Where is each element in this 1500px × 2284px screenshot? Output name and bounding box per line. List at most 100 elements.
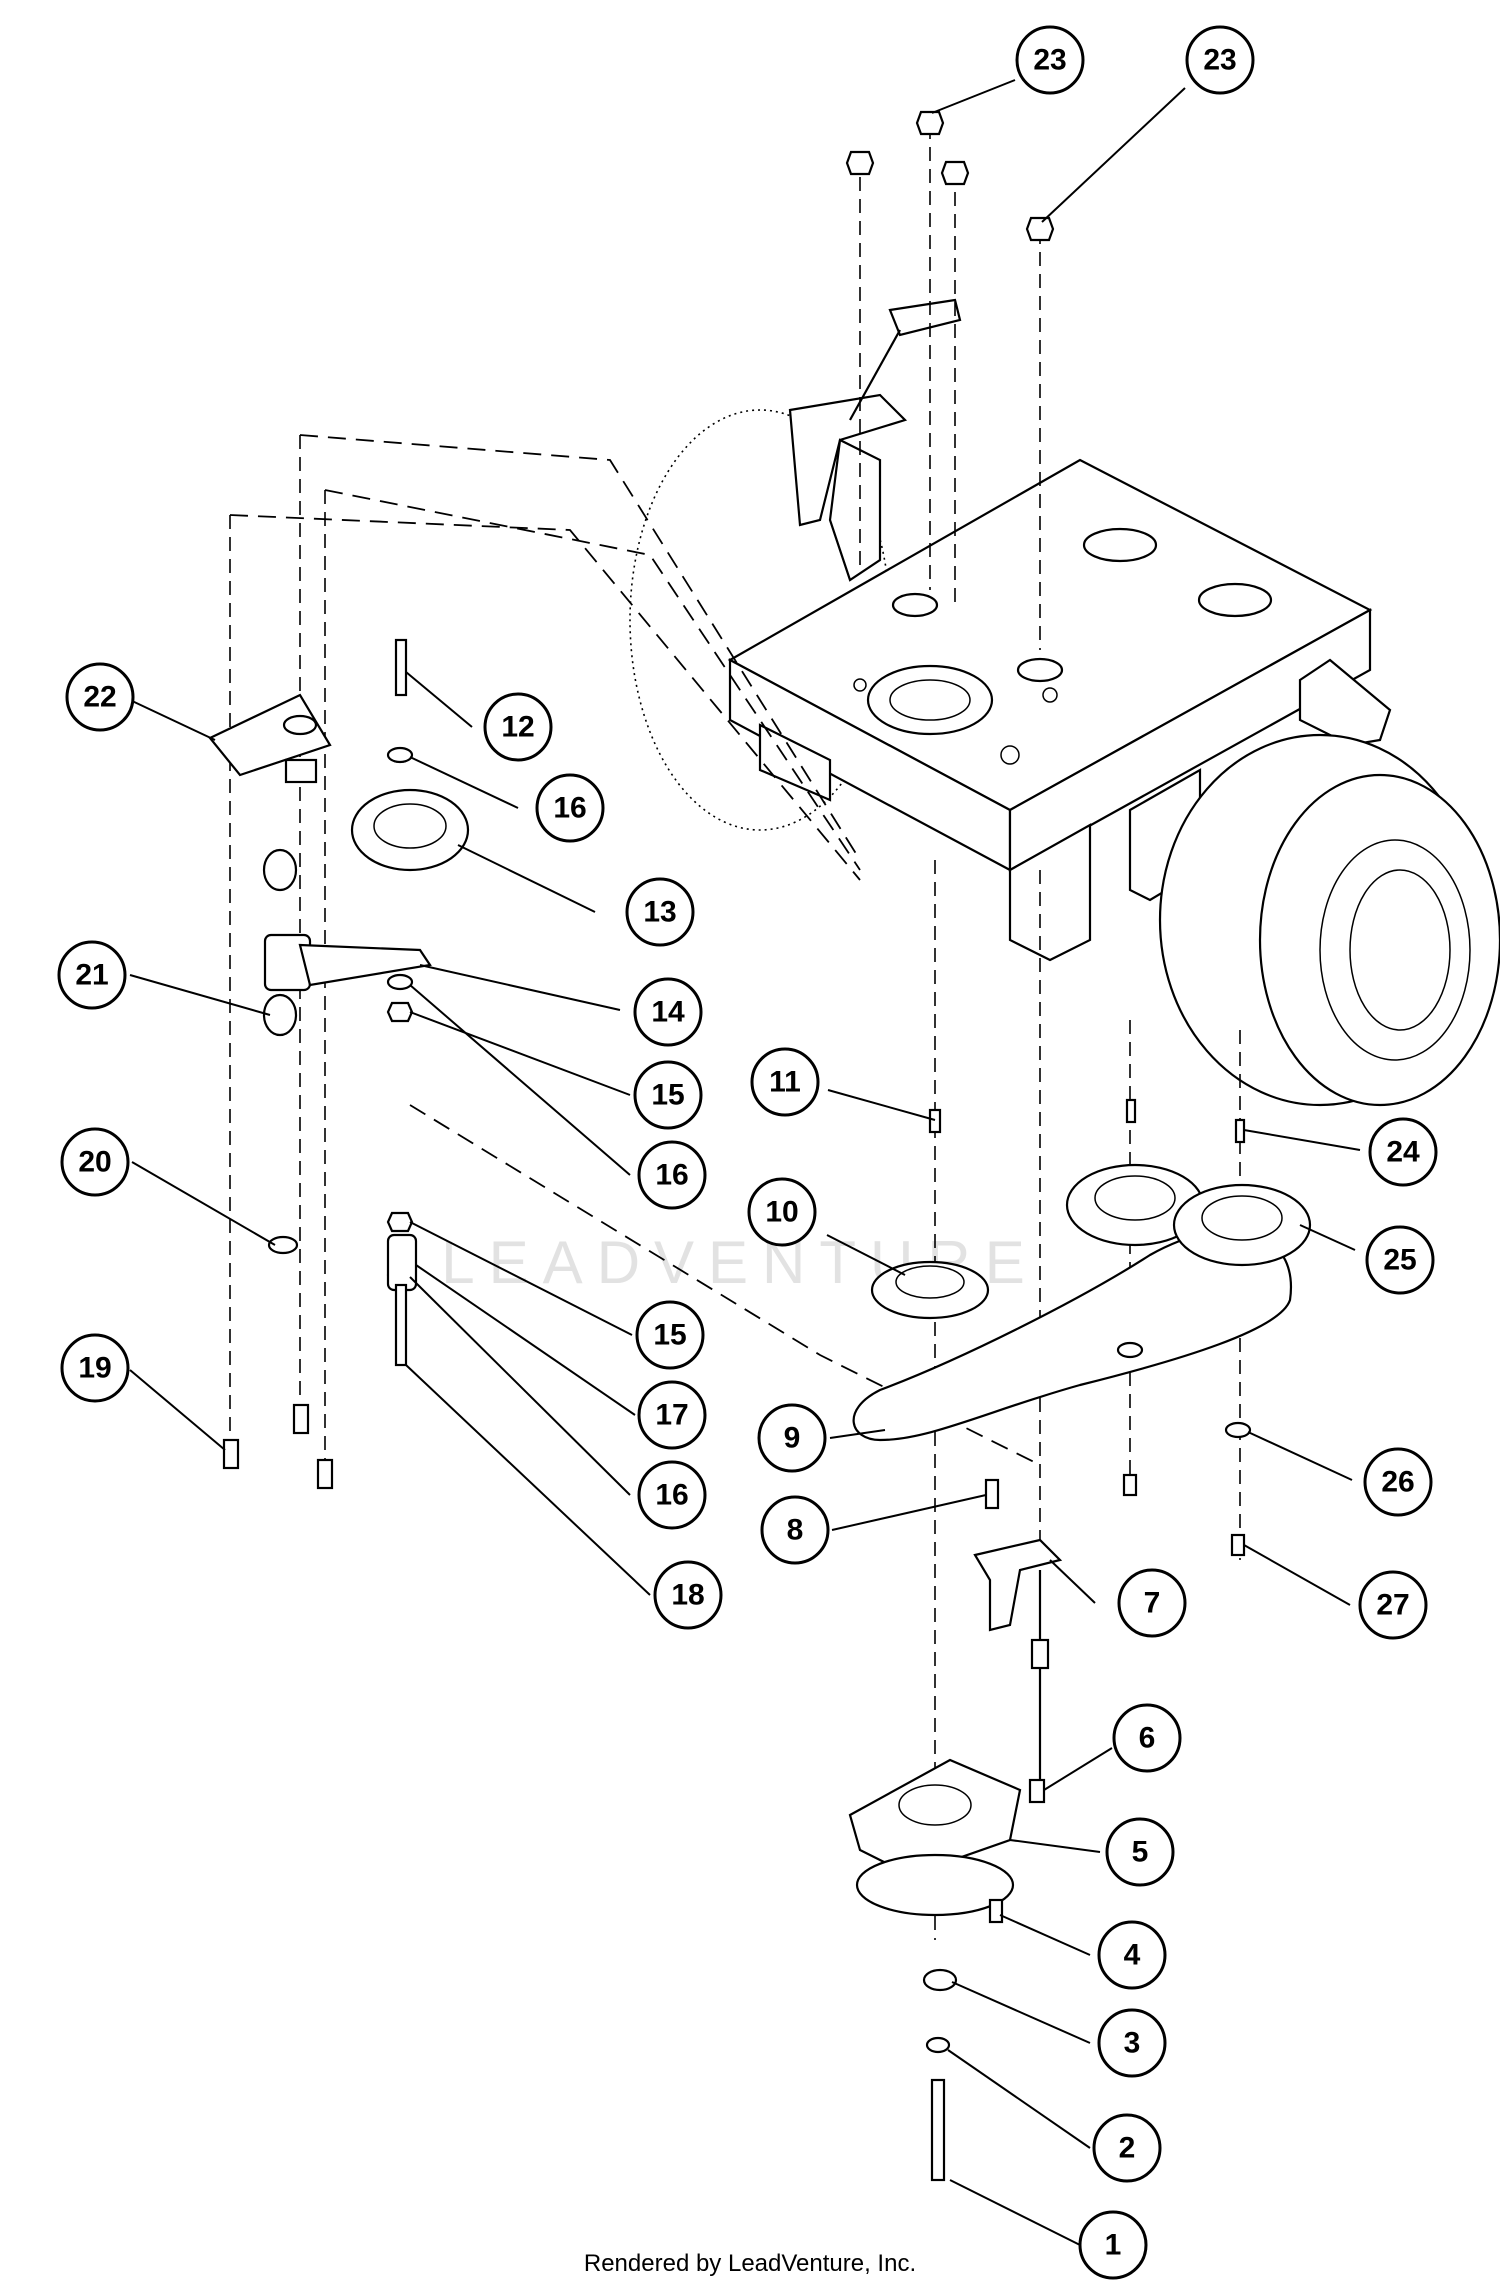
bolt-27b — [1230, 1533, 1246, 1557]
callout-label-1: 1 — [1105, 2229, 1122, 2262]
frame-hole-4 — [1016, 657, 1064, 683]
callout-8: 8 — [760, 1495, 830, 1565]
leader-3 — [951, 1981, 1091, 2044]
callout-label-25: 25 — [1383, 1244, 1416, 1277]
guide-lower — [229, 514, 861, 881]
leader-24 — [1243, 1129, 1361, 1151]
leader-14 — [419, 964, 621, 1011]
bolt-18 — [394, 1283, 408, 1367]
callout-label-27: 27 — [1376, 1589, 1409, 1622]
frame-hole-5 — [1000, 745, 1020, 765]
leader-4 — [999, 1914, 1091, 1956]
callout-label-22: 22 — [83, 681, 116, 714]
washer-16a — [386, 746, 414, 764]
bolt-12 — [394, 638, 408, 697]
callout-4: 4 — [1097, 1920, 1167, 1990]
idler-plate-shaft — [284, 758, 318, 784]
frame-assembly — [629, 298, 1500, 1107]
callout-15b: 15 — [635, 1300, 705, 1370]
leader-16b — [409, 984, 631, 1176]
nut-23c — [940, 160, 970, 186]
leader-5 — [1009, 1839, 1101, 1853]
bracket-7 — [973, 1538, 1063, 1632]
callout-label-4: 4 — [1124, 1939, 1141, 1972]
pulley-24-hub — [1094, 1175, 1176, 1221]
leader-21 — [129, 974, 271, 1016]
leader-17 — [415, 1264, 636, 1416]
leader-2 — [947, 2049, 1091, 2149]
callout-label-24: 24 — [1386, 1136, 1420, 1169]
nut-15b — [386, 1211, 414, 1233]
callout-13: 13 — [625, 877, 695, 947]
callout-label-15a: 15 — [651, 1079, 684, 1112]
spacer-17 — [386, 1233, 418, 1292]
bushing-21a — [262, 848, 298, 892]
clutch-bearing-5 — [898, 1784, 972, 1826]
frame-bracket-front — [1008, 823, 1092, 962]
clutch-pulley-5 — [855, 1853, 1015, 1917]
callout-label-19: 19 — [78, 1352, 111, 1385]
guide-upper — [299, 434, 861, 861]
callout-label-16a: 16 — [553, 792, 586, 825]
nut-23d — [1025, 216, 1055, 242]
bracket-7-connector — [1030, 1638, 1050, 1670]
key-11 — [928, 1108, 942, 1134]
leader-18 — [405, 1364, 651, 1596]
leader-27 — [1243, 1544, 1351, 1606]
leader-6 — [1043, 1747, 1113, 1791]
right-tire-hub — [1349, 869, 1451, 1031]
callout-14: 14 — [633, 977, 703, 1047]
callout-label-8: 8 — [787, 1514, 804, 1547]
key-24b — [1234, 1118, 1246, 1144]
callout-27: 27 — [1358, 1570, 1428, 1640]
pedal-bracket — [828, 438, 882, 582]
parts — [208, 110, 1312, 2182]
callout-18: 18 — [653, 1560, 723, 1630]
callout-2: 2 — [1092, 2113, 1162, 2183]
leader-11 — [827, 1089, 936, 1121]
nut-23b — [915, 110, 945, 136]
screw-6 — [1028, 1778, 1046, 1804]
footer-credit: Rendered by LeadVenture, Inc. — [583, 2250, 917, 2277]
callout-label-18: 18 — [671, 1579, 704, 1612]
callout-24: 24 — [1368, 1117, 1438, 1187]
callout-7: 7 — [1117, 1568, 1187, 1638]
callout-22: 22 — [65, 662, 135, 732]
leader-7 — [1049, 1559, 1096, 1604]
callout-16c: 16 — [637, 1460, 707, 1530]
callout-1: 1 — [1078, 2210, 1148, 2280]
frame-side — [1008, 608, 1372, 872]
callout-label-23a: 23 — [1033, 44, 1066, 77]
callout-label-13: 13 — [643, 896, 676, 929]
frame-hole-7 — [1042, 687, 1058, 703]
frame-bracket-left — [758, 723, 832, 802]
callout-23b: 23 — [1185, 25, 1255, 95]
frame-hole-1 — [1082, 527, 1158, 563]
bolt-19b — [292, 1403, 310, 1435]
callout-label-26: 26 — [1381, 1466, 1414, 1499]
callout-label-16c: 16 — [655, 1479, 688, 1512]
callout-9: 9 — [757, 1403, 827, 1473]
spacer-3 — [922, 1968, 958, 1992]
drive-belt-9 — [852, 1229, 1293, 1442]
key-24a — [1125, 1098, 1137, 1124]
screw-8 — [984, 1478, 1000, 1510]
frame-hole-2 — [1197, 582, 1273, 618]
callout-20: 20 — [60, 1127, 130, 1197]
frame-center-hub — [889, 679, 971, 721]
callout-19: 19 — [60, 1333, 130, 1403]
callout-bubbles: 1 2 3 4 5 6 7 8 9 10 11 12 13 14 15 16 1… — [57, 25, 1438, 2280]
callout-16b: 16 — [637, 1140, 707, 1210]
callout-label-11: 11 — [769, 1066, 801, 1099]
leader-lines — [129, 79, 1361, 2246]
callout-26: 26 — [1363, 1447, 1433, 1517]
bolt-19a — [222, 1438, 240, 1470]
frame-hole-3 — [891, 592, 939, 618]
washer-26b — [1224, 1421, 1252, 1439]
idler-pulley-13-inner — [373, 803, 447, 849]
leader-9 — [829, 1429, 886, 1439]
pulley-10-hub — [895, 1265, 965, 1299]
callout-label-20: 20 — [78, 1146, 111, 1179]
leader-16c — [409, 1276, 631, 1496]
callout-label-23b: 23 — [1203, 44, 1236, 77]
